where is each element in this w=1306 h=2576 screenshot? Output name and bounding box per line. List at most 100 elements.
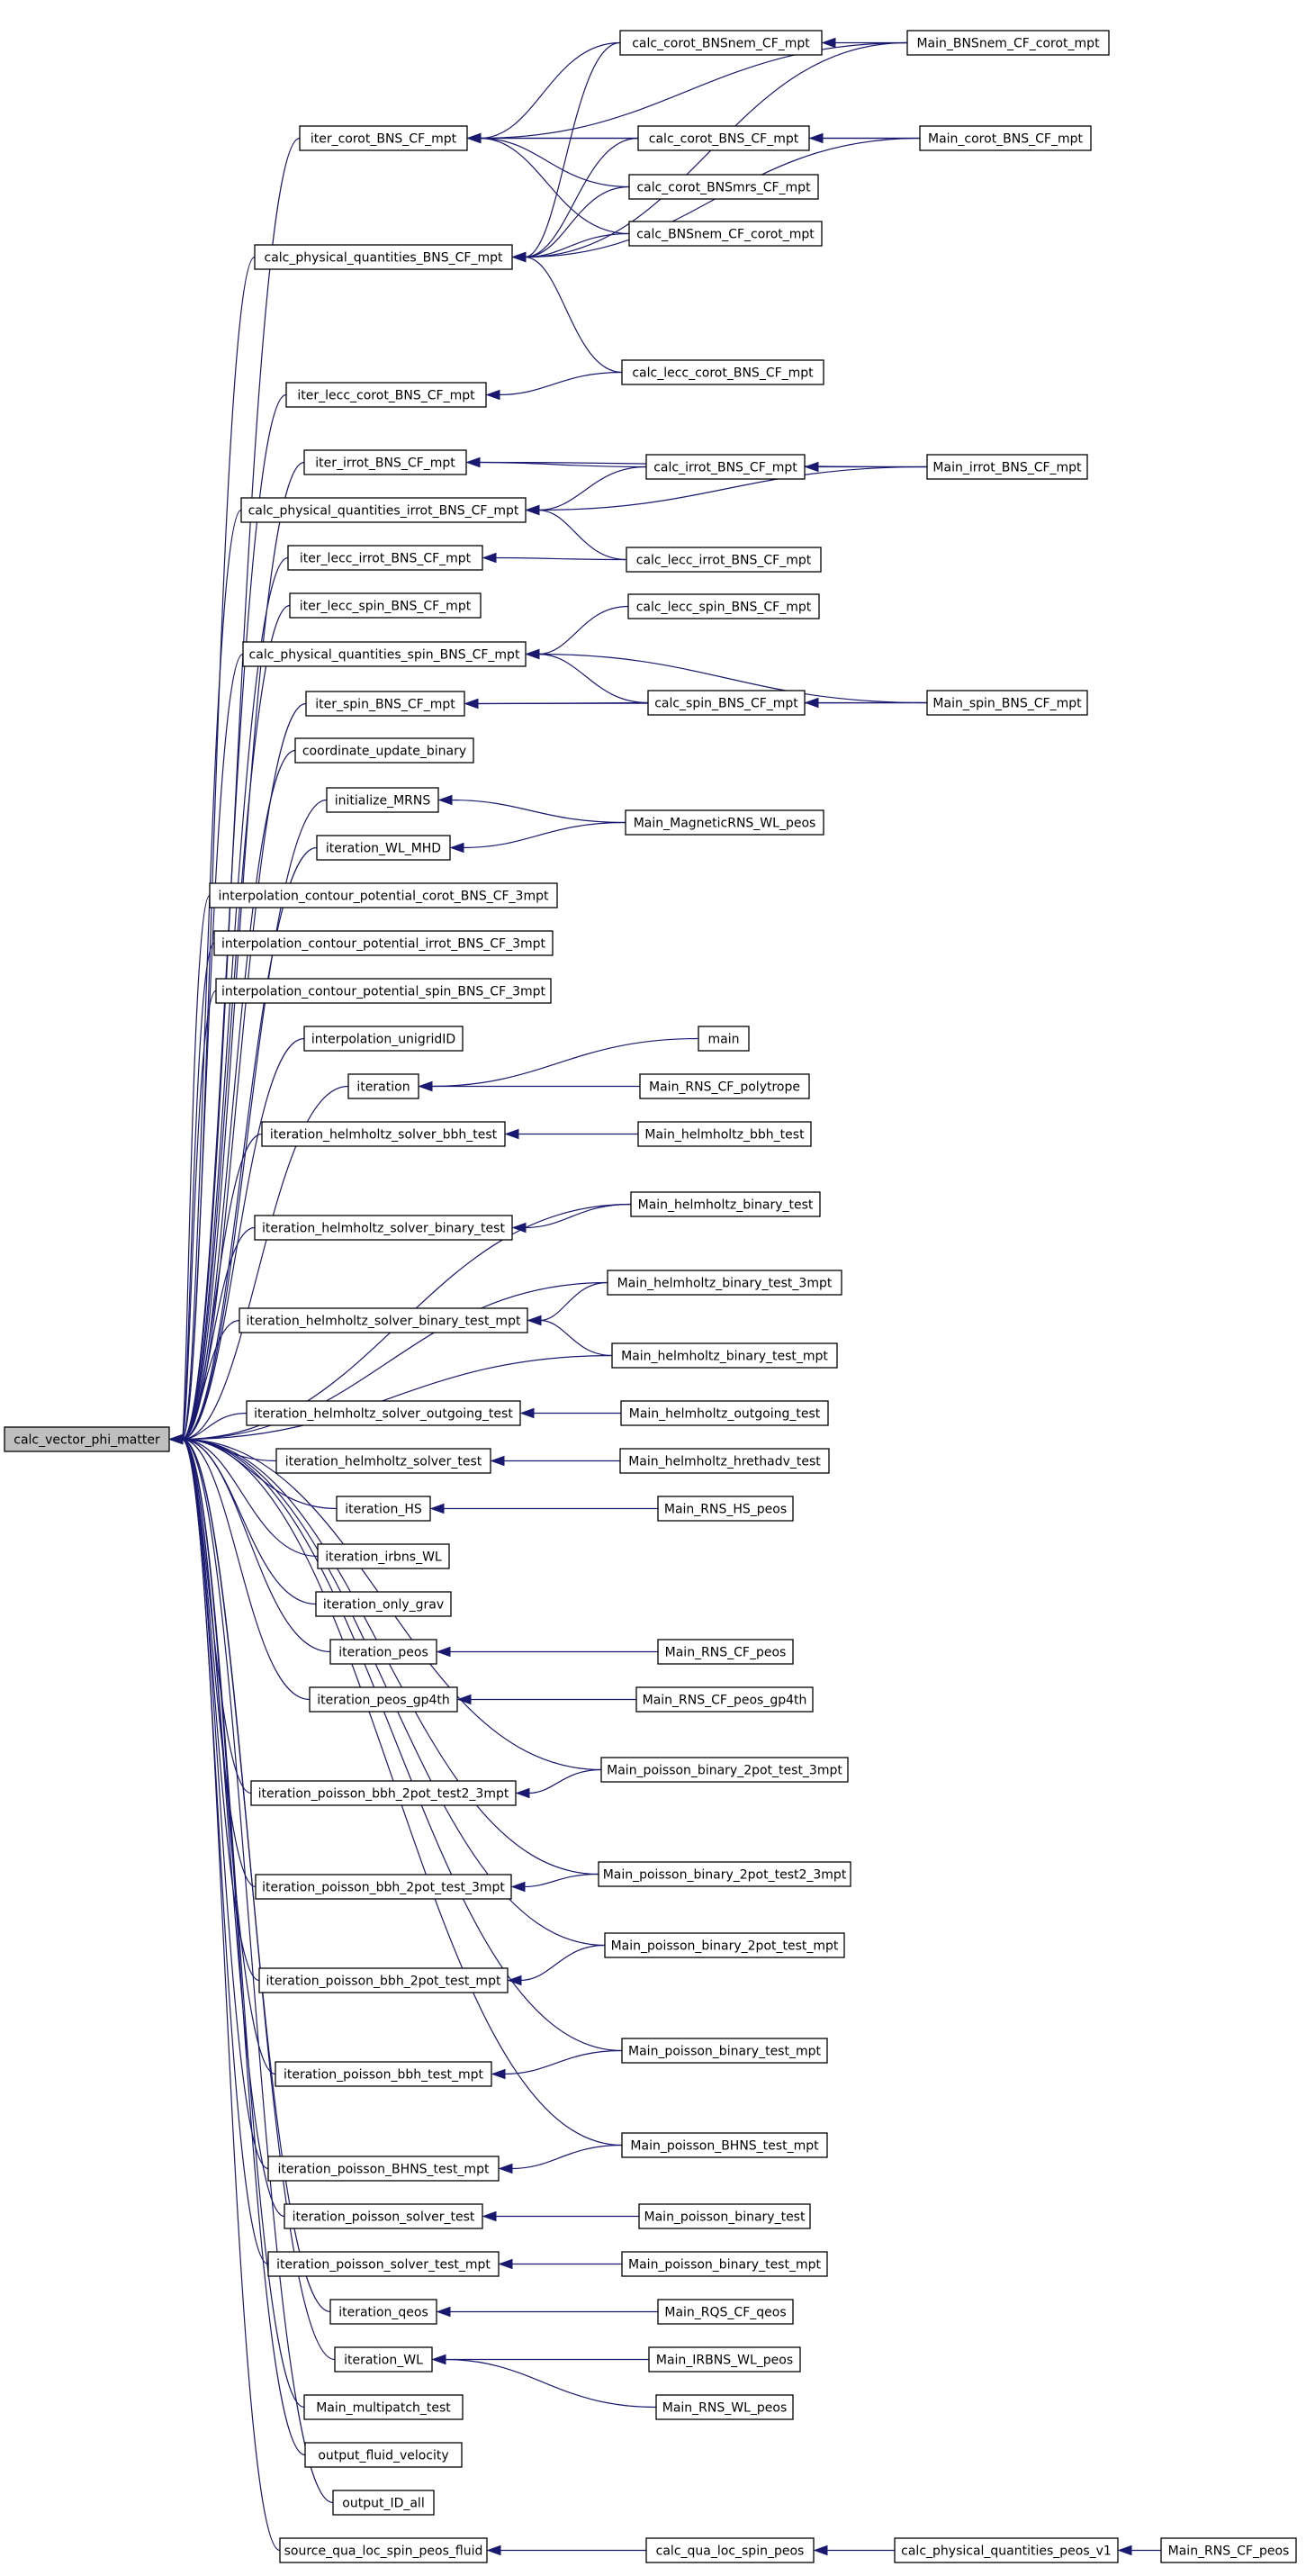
node-box[interactable] [250,1780,517,1806]
node-box[interactable] [607,1270,842,1296]
node-iteration-poisson-bbh-test-mpt[interactable]: iteration_poisson_bbh_test_mpt [275,2061,492,2087]
node-box[interactable] [303,1026,464,1052]
node-box[interactable] [628,174,819,200]
node-box[interactable] [598,1861,851,1887]
node-main-rns-hs-peos[interactable]: Main_RNS_HS_peos [657,1496,794,1522]
node-box[interactable] [647,690,806,716]
node-calc-vector-phi-matter[interactable]: calc_vector_phi_matter [4,1426,170,1452]
node-box[interactable] [637,125,810,151]
node-iteration-helmholtz-solver-binary-test-mpt[interactable]: iteration_helmholtz_solver_binary_test_m… [239,1307,528,1333]
node-iter-lecc-corot-bns-cf-mpt[interactable]: iter_lecc_corot_BNS_CF_mpt [285,382,487,408]
node-box[interactable] [299,125,468,151]
node-main-multipatch-test[interactable]: Main_multipatch_test [303,2394,464,2420]
node-main-rns-wl-peos[interactable]: Main_RNS_WL_peos [655,2394,794,2420]
node-main-irbns-wl-peos[interactable]: Main_IRBNS_WL_peos [648,2346,801,2373]
node-iteration-helmholtz-solver-outgoing-test[interactable]: iteration_helmholtz_solver_outgoing_test [246,1400,521,1426]
node-iteration-poisson-bbh-2pot-test-3mpt[interactable]: iteration_poisson_bbh_2pot_test_3mpt [255,1874,512,1900]
node-iteration-only-grav[interactable]: iteration_only_grav [315,1591,452,1617]
node-box[interactable] [655,2394,794,2420]
node-box[interactable] [254,1215,513,1241]
node-iteration-hs[interactable]: iteration_HS [336,1496,431,1522]
node-box[interactable] [287,545,483,571]
node-box[interactable] [317,1543,450,1569]
node-main-poisson-bhns-test-mpt[interactable]: Main_poisson_BHNS_test_mpt [621,2132,828,2158]
node-calc-spin-bns-cf-mpt[interactable]: calc_spin_BNS_CF_mpt [647,690,806,716]
node-iteration-irbns-wl[interactable]: iteration_irbns_WL [317,1543,450,1569]
node-iteration-poisson-bhns-test-mpt[interactable]: iteration_poisson_BHNS_test_mpt [267,2156,500,2182]
node-iteration-wl-mhd[interactable]: iteration_WL_MHD [316,835,451,861]
node-box[interactable] [267,2156,500,2182]
node-box[interactable] [284,2203,483,2229]
node-box[interactable] [242,641,527,667]
node-box[interactable] [635,1686,814,1713]
node-box[interactable] [620,1400,829,1426]
node-box[interactable] [246,1400,521,1426]
node-box[interactable] [239,1307,528,1333]
node-interpolation-contour-potential-spin-bns-cf-3mpt[interactable]: interpolation_contour_potential_spin_BNS… [215,978,552,1004]
node-box[interactable] [621,2132,828,2158]
node-iteration-peos[interactable]: iteration_peos [329,1639,437,1665]
node-box[interactable] [213,930,554,956]
node-interpolation-contour-potential-irrot-bns-cf-3mpt[interactable]: interpolation_contour_potential_irrot_BN… [213,930,554,956]
node-box[interactable] [329,1639,437,1665]
node-box[interactable] [926,454,1088,480]
node-main-bnsnem-cf-corot-mpt[interactable]: Main_BNSnem_CF_corot_mpt [906,30,1110,56]
node-main-helmholtz-binary-test[interactable]: Main_helmholtz_binary_test [630,1191,821,1217]
node-box[interactable] [305,691,465,717]
node-iter-corot-bns-cf-mpt[interactable]: iter_corot_BNS_CF_mpt [299,125,468,151]
node-main-magneticrns-wl-peos[interactable]: Main_MagneticRNS_WL_peos [625,809,824,836]
node-iter-irrot-bns-cf-mpt[interactable]: iter_irrot_BNS_CF_mpt [303,449,467,475]
node-calc-lecc-corot-bns-cf-mpt[interactable]: calc_lecc_corot_BNS_CF_mpt [621,359,824,385]
node-box[interactable] [285,382,487,408]
node-source-qua-loc-spin-peos-fluid[interactable]: source_qua_loc_spin_peos_fluid [279,2537,488,2563]
node-iteration-poisson-solver-test[interactable]: iteration_poisson_solver_test [284,2203,483,2229]
node-box[interactable] [630,1191,821,1217]
node-box[interactable] [619,1448,830,1474]
node-box[interactable] [626,547,822,573]
node-calc-bnsnem-cf-corot-mpt[interactable]: calc_BNSnem_CF_corot_mpt [628,221,823,247]
node-box[interactable] [611,1342,838,1369]
node-box[interactable] [304,2442,463,2468]
node-box[interactable] [315,1591,452,1617]
node-box[interactable] [1160,2537,1297,2563]
node-box[interactable] [303,2394,464,2420]
node-box[interactable] [657,2299,794,2325]
node-box[interactable] [334,2346,433,2373]
node-box[interactable] [648,2346,801,2373]
node-box[interactable] [261,1121,506,1147]
node-main-corot-bns-cf-mpt[interactable]: Main_corot_BNS_CF_mpt [919,125,1092,151]
node-main-poisson-binary-2pot-test-mpt[interactable]: Main_poisson_binary_2pot_test_mpt [604,1932,845,1958]
node-main-helmholtz-bbh-test[interactable]: Main_helmholtz_bbh_test [637,1121,812,1147]
node-main-helmholtz-hrethadv-test[interactable]: Main_helmholtz_hrethadv_test [619,1448,830,1474]
node-box[interactable] [254,244,513,270]
node-box[interactable] [347,1073,419,1099]
node-main-rns-cf-peos-gp4th[interactable]: Main_RNS_CF_peos_gp4th [635,1686,814,1713]
node-box[interactable] [289,592,482,619]
node-main-poisson-binary-2pot-test2-3mpt[interactable]: Main_poisson_binary_2pot_test2_3mpt [598,1861,851,1887]
node-calc-lecc-spin-bns-cf-mpt[interactable]: calc_lecc_spin_BNS_CF_mpt [627,593,820,619]
node-calc-lecc-irrot-bns-cf-mpt[interactable]: calc_lecc_irrot_BNS_CF_mpt [626,547,822,573]
node-box[interactable] [279,2537,488,2563]
node-box[interactable] [336,1496,431,1522]
node-box[interactable] [645,2537,815,2563]
node-box[interactable] [240,497,527,523]
node-box[interactable] [303,449,467,475]
node-box[interactable] [639,1073,810,1099]
node-output-id-all[interactable]: output_ID_all [332,2490,435,2516]
node-box[interactable] [657,1639,794,1665]
node-iter-lecc-spin-bns-cf-mpt[interactable]: iter_lecc_spin_BNS_CF_mpt [289,592,482,619]
node-iteration-poisson-bbh-2pot-test2-3mpt[interactable]: iteration_poisson_bbh_2pot_test2_3mpt [250,1780,517,1806]
node-box[interactable] [209,882,558,908]
node-main-poisson-binary-test-mpt-2[interactable]: Main_poisson_binary_test_mpt [621,2251,828,2277]
node-box[interactable] [657,1496,794,1522]
node-calc-irrot-bns-cf-mpt[interactable]: calc_irrot_BNS_CF_mpt [645,454,806,480]
node-box[interactable] [638,2203,811,2229]
node-interpolation-contour-potential-corot-bns-cf-3mpt[interactable]: interpolation_contour_potential_corot_BN… [209,882,558,908]
node-main-poisson-binary-2pot-test-3mpt[interactable]: Main_poisson_binary_2pot_test_3mpt [600,1757,849,1783]
node-iteration-qeos[interactable]: iteration_qeos [329,2299,437,2325]
node-box[interactable] [894,2537,1119,2563]
node-iter-lecc-irrot-bns-cf-mpt[interactable]: iter_lecc_irrot_BNS_CF_mpt [287,545,483,571]
node-main-helmholtz-binary-test-mpt[interactable]: Main_helmholtz_binary_test_mpt [611,1342,838,1369]
node-calc-physical-quantities-peos-v1[interactable]: calc_physical_quantities_peos_v1 [894,2537,1119,2563]
node-box[interactable] [637,1121,812,1147]
